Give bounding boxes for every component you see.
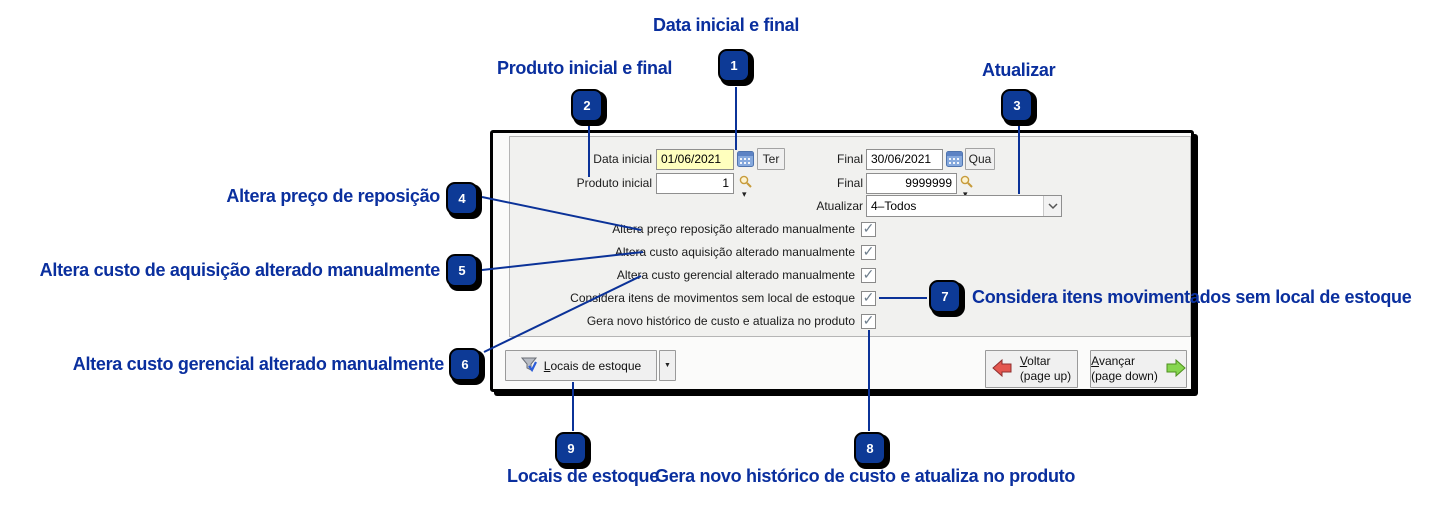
locais-dropdown-button[interactable]: ▼ (659, 350, 676, 381)
callout-badge-9: 9 (555, 432, 587, 465)
produto-final-label: Final (836, 176, 863, 190)
callout-badge-1: 1 (718, 49, 750, 82)
select-chevron-icon[interactable] (1043, 196, 1061, 216)
spinner-triangle-icon[interactable]: ▾ (742, 189, 747, 199)
check-icon: ✓ (862, 289, 875, 305)
locais-de-estoque-button[interactable]: Locais de estoque (505, 350, 657, 381)
atualizar-label: Atualizar (816, 199, 863, 213)
voltar-button-label: Voltar (page up) (1019, 354, 1072, 383)
magnifier-icon[interactable] (960, 175, 973, 193)
check-icon: ✓ (862, 266, 875, 282)
callout-badge-2: 2 (571, 89, 603, 122)
produto-final-input[interactable]: 9999999 (866, 173, 957, 194)
callout-badge-3: 3 (1001, 89, 1033, 122)
callout-label-2: Produto inicial e final (497, 58, 673, 78)
altera-custo-gerencial-checkbox[interactable]: ✓ (861, 266, 876, 283)
altera-preco-reposicao-checkbox[interactable]: ✓ (861, 220, 876, 237)
funnel-icon (520, 356, 537, 375)
magnifier-icon[interactable] (739, 175, 752, 193)
avancar-button[interactable]: Avançar (page down) (1090, 350, 1187, 388)
callout-label-6: Altera custo gerencial alterado manualme… (72, 354, 445, 374)
callout-label-1: Data inicial e final (653, 15, 800, 35)
considera-itens-checkbox[interactable]: ✓ (861, 289, 876, 306)
data-inicial-input[interactable]: 01/06/2021 (656, 149, 734, 170)
callout-badge-7: 7 (929, 280, 961, 313)
weekday-qua-button[interactable]: Qua (965, 148, 995, 170)
spinner-triangle-icon[interactable]: ▾ (963, 189, 968, 199)
check-icon: ✓ (862, 243, 875, 259)
locais-button-label: Locais de estoque (543, 358, 642, 373)
checkbox-row: Considera itens de movimentos sem local … (500, 290, 876, 306)
data-inicial-label: Data inicial (593, 152, 652, 166)
checkbox-row: Altera preço reposição alterado manualme… (500, 221, 876, 237)
checkbox-label: Considera itens de movimentos sem local … (570, 291, 855, 305)
forward-arrow-icon (1166, 358, 1186, 380)
calendar-icon[interactable] (946, 151, 963, 172)
callout-badge-8: 8 (854, 432, 886, 465)
callout-badge-6: 6 (449, 348, 481, 381)
callout-badge-4: 4 (446, 182, 478, 215)
voltar-button[interactable]: Voltar (page up) (985, 350, 1078, 388)
data-final-input[interactable]: 30/06/2021 (866, 149, 943, 170)
callout-label-4: Altera preço de reposição (226, 186, 440, 206)
callout-label-9: Locais de estoque (507, 466, 659, 486)
check-icon: ✓ (862, 220, 875, 236)
checkbox-row: Altera custo aquisição alterado manualme… (500, 244, 876, 260)
check-icon: ✓ (862, 312, 875, 328)
callout-label-7: Considera itens movimentados sem local d… (972, 287, 1412, 307)
atualizar-select[interactable]: 4–Todos (866, 195, 1062, 217)
calendar-icon[interactable] (737, 151, 754, 172)
checkbox-row: Altera custo gerencial alterado manualme… (500, 267, 876, 283)
checkbox-row: Gera novo histórico de custo e atualiza … (500, 313, 876, 329)
checkbox-label: Gera novo histórico de custo e atualiza … (586, 314, 855, 328)
produto-inicial-input[interactable]: 1 (656, 173, 734, 194)
altera-custo-aquisicao-checkbox[interactable]: ✓ (861, 243, 876, 260)
avancar-button-label: Avançar (page down) (1091, 354, 1158, 383)
gera-historico-checkbox[interactable]: ✓ (861, 312, 876, 329)
checkbox-label: Altera custo gerencial alterado manualme… (616, 268, 855, 282)
weekday-ter-button[interactable]: Ter (757, 148, 785, 170)
callout-badge-5: 5 (446, 254, 478, 287)
produto-inicial-label: Produto inicial (576, 176, 652, 190)
callout-label-5: Altera custo de aquisição alterado manua… (39, 260, 441, 280)
callout-label-8: Gera novo histórico de custo e atualiza … (655, 466, 1076, 486)
callout-label-3: Atualizar (982, 60, 1056, 80)
checkbox-label: Altera custo aquisição alterado manualme… (614, 245, 855, 259)
checkbox-label: Altera preço reposição alterado manualme… (612, 222, 855, 236)
back-arrow-icon (992, 358, 1012, 380)
data-final-label: Final (836, 152, 863, 166)
atualizar-selected-value: 4–Todos (871, 199, 917, 213)
